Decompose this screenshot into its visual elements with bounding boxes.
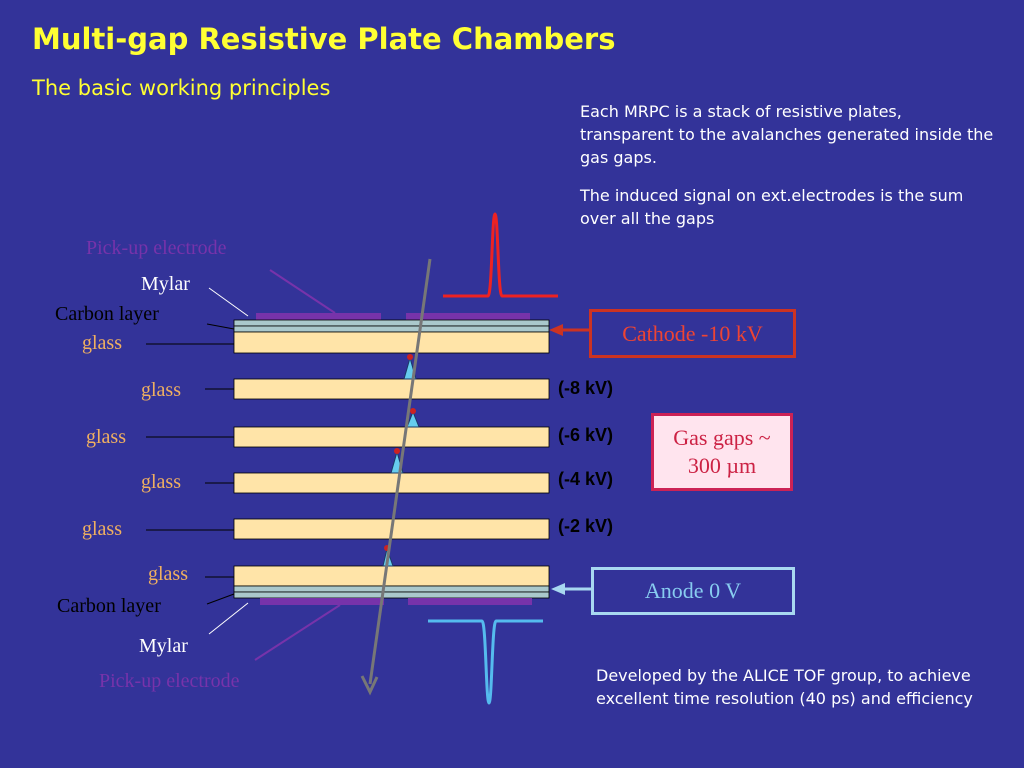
carbon-top-1 xyxy=(233,319,550,327)
voltage-label-2kv: (-2 kV) xyxy=(558,516,613,536)
stack-description: Each MRPC is a stack of resistive plates… xyxy=(580,102,994,167)
voltage-label-4kv: (-4 kV) xyxy=(558,469,613,489)
particle-track xyxy=(368,258,432,685)
mylar-bottom-left xyxy=(260,598,384,605)
glass-label-5: glass xyxy=(82,518,122,540)
gas-gaps-line2: 300 µm xyxy=(687,453,757,478)
cathode-signal-pulse xyxy=(443,212,558,298)
mylar-bottom-label: Mylar xyxy=(139,635,188,657)
mylar-top-left xyxy=(256,313,381,320)
carbon-bottom-1 xyxy=(233,585,550,593)
page-title: Multi-gap Resistive Plate Chambers xyxy=(32,22,616,56)
avalanche-icon xyxy=(406,408,420,428)
voltage-label-6kv: (-6 kV) xyxy=(558,425,613,445)
mylar-bottom-leader xyxy=(208,602,249,635)
anode-box: Anode 0 V xyxy=(591,567,795,615)
anode-signal-pulse xyxy=(428,619,543,705)
anode-arrowhead-icon xyxy=(551,583,565,595)
signal-description: The induced signal on ext.electrodes is … xyxy=(580,186,964,228)
pickup-top-leader xyxy=(269,269,336,314)
carbon-bottom-2 xyxy=(233,591,550,599)
mylar-top-leader xyxy=(208,287,249,317)
track-arrowhead-icon xyxy=(360,675,379,696)
cathode-box: Cathode -10 kV xyxy=(589,309,796,358)
alice-description: Developed by the ALICE TOF group, to ach… xyxy=(596,666,973,708)
carbon-top-2 xyxy=(233,325,550,333)
page-subtitle: The basic working principles xyxy=(32,76,331,100)
glass-plate-2 xyxy=(233,378,550,400)
pickup-bottom-leader xyxy=(254,604,341,661)
glass-label-3: glass xyxy=(86,426,126,448)
voltage-label-8kv: (-8 kV) xyxy=(558,378,613,398)
glass-plate-1 xyxy=(233,331,550,354)
carbon-bottom-label: Carbon layer xyxy=(57,595,161,617)
carbon-bottom-leader xyxy=(206,593,235,605)
cathode-arrowhead-icon xyxy=(549,324,563,336)
gas-gaps-line1: Gas gaps ~ xyxy=(673,425,771,450)
mylar-top-right xyxy=(406,313,530,320)
pickup-bottom-label: Pick-up electrode xyxy=(99,670,240,692)
carbon-top-leader xyxy=(206,323,235,330)
glass-plate-4 xyxy=(233,472,550,494)
gas-gaps-box: Gas gaps ~ 300 µm xyxy=(651,413,793,491)
mylar-top-label: Mylar xyxy=(141,273,190,295)
pickup-top-label: Pick-up electrode xyxy=(86,237,227,259)
glass-label-4: glass xyxy=(141,471,181,493)
mylar-bottom-right xyxy=(408,598,532,605)
carbon-top-label: Carbon layer xyxy=(55,303,159,325)
glass-plate-6 xyxy=(233,565,550,587)
glass-plate-3 xyxy=(233,426,550,448)
glass-label-1: glass xyxy=(82,332,122,354)
glass-label-2: glass xyxy=(141,379,181,401)
glass-label-6: glass xyxy=(148,563,188,585)
